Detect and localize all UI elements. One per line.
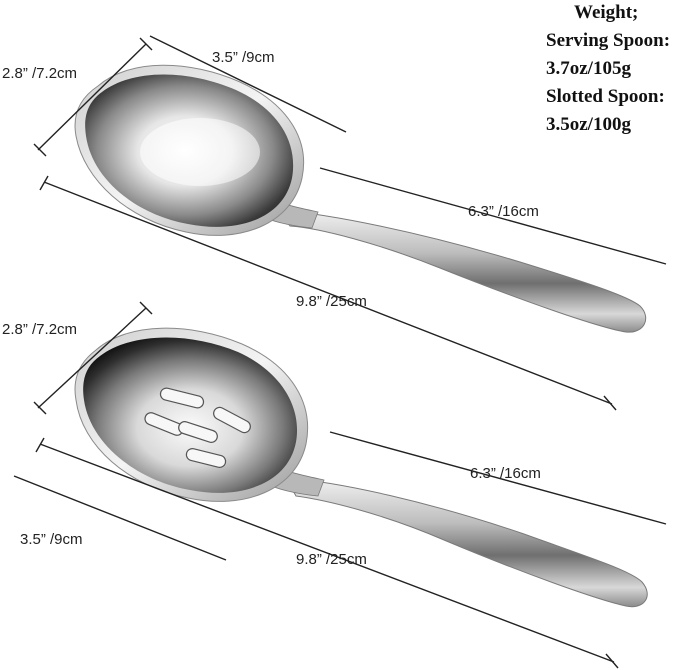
slotted-spoon-bowl	[83, 337, 298, 493]
slotted-spoon	[74, 327, 648, 608]
slotted-total-line	[39, 443, 615, 663]
serving-weight-label: Serving Spoon:	[546, 30, 670, 51]
slotted-width-line	[37, 307, 147, 409]
slotted-weight-label: Slotted Spoon:	[546, 86, 665, 107]
slotted-bowl-length-label: 3.5” /9cm	[20, 531, 83, 548]
weight-heading: Weight;	[574, 2, 638, 23]
serving-total-line	[43, 181, 613, 405]
serving-handle-line	[319, 167, 667, 265]
slotted-spoon-slots	[144, 387, 251, 468]
serving-total-length-label: 9.8” /25cm	[296, 293, 367, 310]
serving-width-line	[37, 43, 147, 151]
weight-panel: Weight; Serving Spoon: 3.7oz/105g Slotte…	[546, 2, 670, 135]
slotted-bowl-line	[13, 475, 227, 561]
slotted-handle-line	[329, 431, 667, 525]
slotted-handle-length-label: 6.3” /16cm	[470, 465, 541, 482]
slotted-spoon-handle	[285, 477, 648, 608]
serving-weight-value: 3.7oz/105g	[546, 58, 631, 79]
serving-spoon-handle	[276, 209, 647, 333]
slotted-total-length-label: 9.8” /25cm	[296, 551, 367, 568]
serving-bowl-length-label: 3.5” /9cm	[212, 49, 275, 66]
serving-handle-length-label: 6.3” /16cm	[468, 203, 539, 220]
serving-width-label: 2.8” /7.2cm	[2, 65, 77, 82]
slotted-width-label: 2.8” /7.2cm	[2, 321, 77, 338]
dimension-lines	[13, 35, 667, 669]
slotted-weight-value: 3.5oz/100g	[546, 114, 631, 135]
serving-bowl-line	[149, 35, 347, 133]
serving-spoon	[74, 64, 647, 333]
